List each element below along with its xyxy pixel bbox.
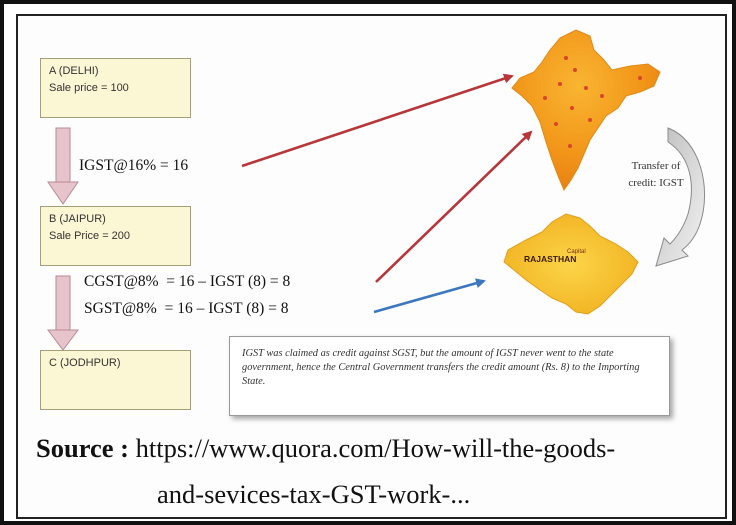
flow-arrow-b-to-c	[47, 275, 79, 351]
node-a-delhi: A (DELHI) Sale price = 100	[40, 58, 191, 118]
source-label: Source :	[36, 433, 129, 463]
rajasthan-label: RAJASTHAN	[524, 254, 576, 264]
transfer-label-line1: Transfer of	[631, 160, 681, 172]
node-a-price: Sale price = 100	[49, 82, 129, 94]
source-url-part2: and-sevices-tax-GST-work-...	[157, 479, 471, 509]
transfer-label-line2: credit: IGST	[628, 177, 684, 189]
igst-formula: IGST@16% = 16	[79, 157, 189, 174]
transfer-label: Transfer of credit: IGST	[600, 158, 712, 192]
rajasthan-map	[503, 213, 639, 315]
explanation-note: IGST was claimed as credit against SGST,…	[229, 336, 670, 416]
node-b-price: Sale Price = 200	[49, 230, 131, 242]
india-map	[511, 29, 661, 192]
node-b-title: B (JAIPUR)	[49, 213, 106, 225]
node-b-jaipur: B (JAIPUR) Sale Price = 200	[40, 206, 191, 266]
arrow-sgst-to-rajasthan	[373, 278, 486, 314]
flow-arrow-a-to-b	[47, 127, 79, 205]
capital-label: Capital	[567, 249, 586, 255]
source-line-1: Source : https://www.quora.com/How-will-…	[36, 433, 615, 464]
node-c-title: C (JODHPUR)	[49, 357, 121, 369]
sgst-formula: SGST@8% = 16 – IGST (8) = 8	[84, 300, 289, 317]
source-url-part1: https://www.quora.com/How-will-the-goods…	[135, 433, 616, 463]
arrow-cgst-to-india	[375, 130, 533, 283]
node-c-jodhpur: C (JODHPUR)	[40, 350, 191, 410]
node-a-title: A (DELHI)	[49, 65, 99, 77]
arrow-igst-to-india	[241, 73, 514, 168]
transfer-curve-arrow	[655, 127, 706, 267]
cgst-formula: CGST@8% = 16 – IGST (8) = 8	[84, 273, 291, 290]
